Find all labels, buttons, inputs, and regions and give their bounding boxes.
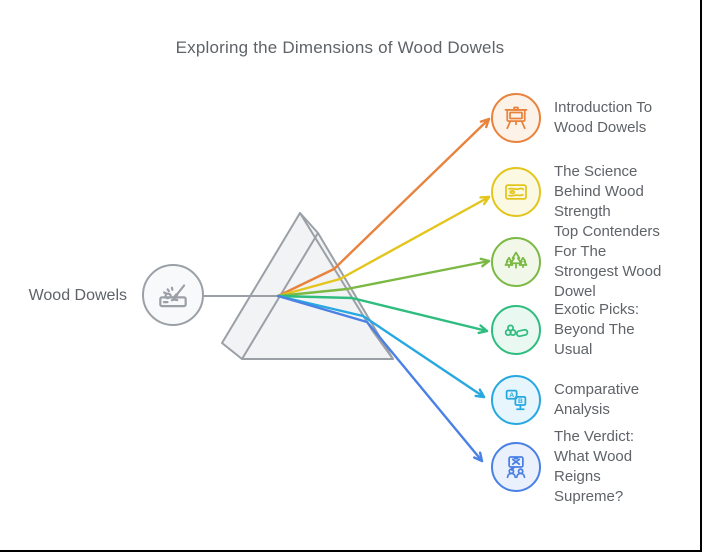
ray-3 [276,257,491,298]
ray-5 [276,294,486,399]
topic-circle-4 [491,305,541,355]
arrowhead-1 [479,117,491,129]
wood-carving-icon [154,276,192,314]
arrowhead-4 [477,324,489,335]
arrowhead-2 [479,195,491,206]
source-node-circle [142,264,204,326]
easel-icon [504,106,528,130]
topic-label-5: Comparative Analysis [554,381,640,418]
ray-2 [276,195,491,298]
topic-row-4: Exotic Picks: Beyond The Usual [491,300,676,360]
ray-6 [276,294,484,463]
topic-label-3: Top Contenders For The Strongest Wood Do… [554,223,662,300]
topic-circle-6 [491,442,541,492]
wood-carving-icon [159,284,187,308]
topic-circle-2 [491,167,541,217]
topic-row-6: The Verdict: What Wood Reigns Supreme? [491,427,676,507]
verdict-discussion-icon [506,456,526,479]
stacked-dowels-icon [504,324,529,338]
arrowhead-6 [473,451,484,463]
spectrum-rays [276,117,491,463]
wood-grain-icon [505,184,527,200]
topic-row-2: The Science Behind Wood Strength [491,162,676,222]
topic-label-6: The Verdict: What Wood Reigns Supreme? [554,428,635,505]
ray-1 [276,117,491,298]
topic-label-2: The Science Behind Wood Strength [554,163,644,220]
arrowhead-5 [474,388,486,399]
svg-text:B: B [518,398,523,405]
topic-label-1: Introduction To Wood Dowels [554,99,653,136]
diagram-title: Exploring the Dimensions of Wood Dowels [175,38,505,57]
ab-comparison-icon: AB [505,389,527,411]
topic-row-1: Introduction To Wood Dowels [491,93,676,143]
ray-4 [276,294,489,335]
topic-circle-1 [491,93,541,143]
topic-row-3: Top Contenders For The Strongest Wood Do… [491,222,676,302]
topic-label-4: Exotic Picks: Beyond The Usual [554,301,640,358]
topic-circle-3 [491,237,541,287]
arrowhead-3 [479,257,491,268]
source-node-label: Wood Dowels [28,287,127,304]
svg-text:A: A [509,392,514,399]
pine-trees-icon [504,251,528,269]
